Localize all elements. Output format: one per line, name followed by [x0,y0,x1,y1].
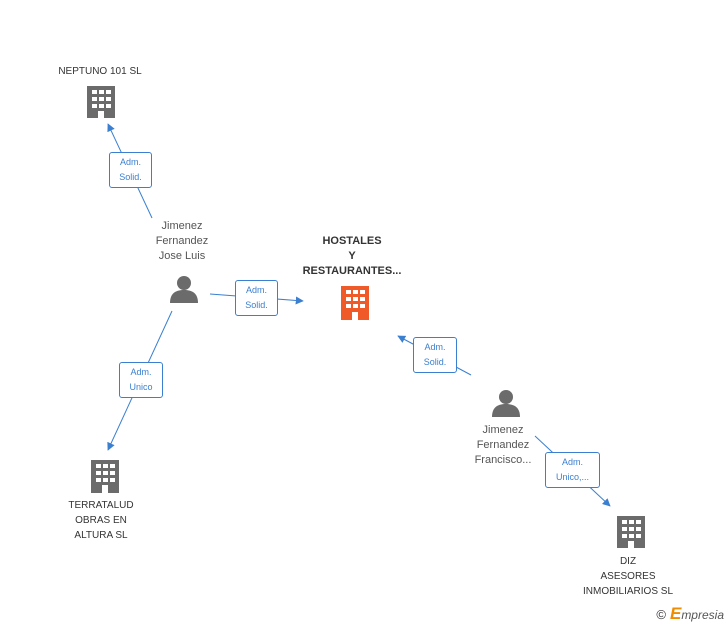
person-icon[interactable] [492,390,520,417]
label-line: ASESORES [600,571,656,582]
node-label-hostales[interactable]: HOSTALES Y RESTAURANTES... [292,234,412,279]
node-label-terratalud[interactable]: TERRATALUD OBRAS EN ALTURA SL [46,498,156,543]
label-line: INMOBILIARIOS SL [582,586,674,597]
building-icon[interactable] [341,286,369,320]
edge-label-fr-diz[interactable]: Adm. Unico,... [545,452,600,488]
brand-logo-initial: E [669,604,682,623]
edge-label-jl-hostales[interactable]: Adm. Solid. [235,280,278,316]
label-line: NEPTUNO 101 SL [58,66,142,77]
label-line: OBRAS EN [75,515,127,526]
building-icon[interactable] [91,460,119,493]
edge-label-line: Solid. [245,300,268,310]
edge-label-line: Unico [129,382,153,392]
label-line: Fernandez [476,439,530,451]
node-label-diz[interactable]: DIZ ASESORES INMOBILIARIOS SL [573,554,683,599]
label-line: RESTAURANTES... [302,265,402,277]
label-line: ALTURA SL [74,530,128,541]
label-line: TERRATALUD [68,500,134,511]
label-line: Jose Luis [158,250,206,262]
copyright-icon: © [656,606,666,622]
edge-label-jl-terratalud[interactable]: Adm. Unico [119,362,163,398]
edge-label-line: Adm. [245,285,267,295]
label-line: Francisco... [474,454,532,466]
person-icon[interactable] [170,276,198,303]
edge-label-line: Adm. [424,342,446,352]
label-line: Fernandez [155,235,209,247]
label-line: DIZ [619,556,637,567]
edge-label-line: Solid. [423,357,447,367]
node-label-jose-luis[interactable]: Jimenez Fernandez Jose Luis [132,219,232,264]
building-icon[interactable] [617,516,645,548]
label-line: HOSTALES [322,235,382,247]
edge-label-fr-hostales[interactable]: Adm. Solid. [413,337,457,373]
edge-label-line: Adm. [561,457,583,467]
copyright-footer: © Empresia [656,604,724,624]
node-label-francisco[interactable]: Jimenez Fernandez Francisco... [453,423,553,468]
edge-label-jl-neptuno[interactable]: Adm. Solid. [109,152,152,188]
building-icon[interactable] [87,86,115,118]
node-label-neptuno[interactable]: NEPTUNO 101 SL [40,64,160,79]
label-line: Jimenez [161,220,203,232]
brand-logo[interactable]: Empresia [670,604,724,624]
brand-logo-text: mpresia [681,608,724,622]
edge-label-line: Adm. [119,157,141,167]
label-line: Jimenez [482,424,524,436]
edge-label-line: Adm. [130,367,152,377]
edge-label-line: Solid. [119,172,142,182]
edge-label-line: Unico,... [555,472,589,482]
label-line: Y [348,250,356,262]
